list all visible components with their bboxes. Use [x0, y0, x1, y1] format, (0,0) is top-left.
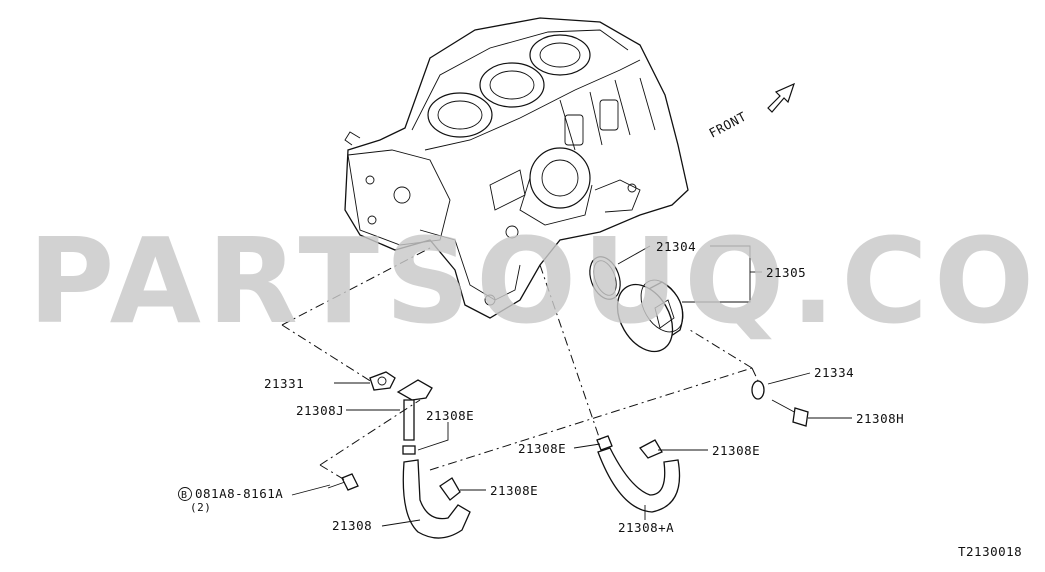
callout-21305: 21305 [766, 265, 806, 280]
callout-21308e-hose: 21308E [490, 483, 538, 498]
coolant-hose-a [596, 435, 681, 513]
bolt-ref-qty: (2) [190, 501, 211, 514]
callout-21331: 21331 [264, 376, 304, 391]
callout-21308e-clamp-left: 21308E [518, 441, 566, 456]
callout-21308e-clamp-right: 21308E [712, 443, 760, 458]
callout-21308: 21308 [332, 518, 372, 533]
assembly-lines [281, 247, 761, 481]
bolt-ref-circle-letter: B [181, 490, 188, 501]
callout-21334: 21334 [814, 365, 854, 380]
front-label: FRONT [706, 109, 748, 141]
callout-bolt-ref: B 081A8-8161A (2) [178, 486, 283, 514]
bolt-ref-number: 081A8-8161A [195, 486, 283, 501]
callouts: 21304 21305 21331 21308J 21308E 21308E 2… [178, 239, 904, 535]
oil-filter [616, 279, 684, 353]
callout-21308h: 21308H [856, 411, 904, 426]
washer-21334 [751, 380, 765, 400]
coolant-hose [402, 459, 471, 539]
callout-21308j: 21308J [296, 403, 344, 418]
callout-21308a: 21308+A [618, 520, 674, 535]
engine-block [344, 17, 689, 319]
callout-21308e-pipe: 21308E [426, 408, 474, 423]
watermark: PARTSOUQ.COM [28, 212, 1045, 350]
water-pipe [396, 379, 433, 455]
diagram-code: T2130018 [958, 544, 1022, 559]
o-ring-seal [589, 256, 621, 300]
front-arrow: FRONT [706, 82, 795, 141]
callout-21304: 21304 [656, 239, 696, 254]
bolt-081a8 [327, 473, 359, 491]
gasket [369, 371, 396, 391]
bolt-21308h [771, 399, 809, 427]
leader-lines [291, 245, 852, 527]
